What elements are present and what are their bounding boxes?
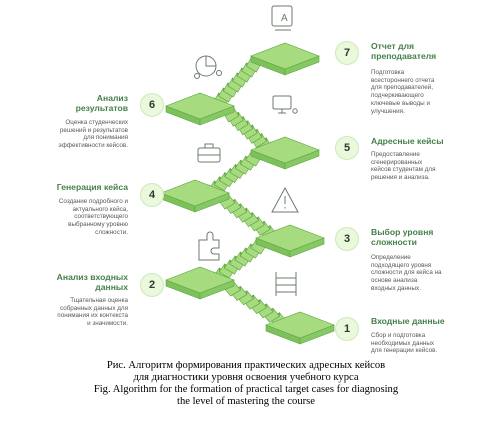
step-6-description: Оценка студенческих решений и результато…	[58, 119, 128, 150]
step-5-badge: 5	[335, 136, 359, 160]
caption-en-line2: the level of mastering the course	[177, 396, 315, 407]
caption-en-line1: Fig. Algorithm for the formation of prac…	[93, 384, 399, 395]
briefcase-icon	[197, 143, 221, 163]
step-7-title: Отчет для преподавателя	[371, 41, 437, 61]
step-1-description: Сбор и подготовка необходимых данных для…	[371, 332, 438, 355]
step-4-description: Создание подробного и актуального кейса,…	[58, 198, 128, 236]
step-4-title: Генерация кейса	[56, 182, 128, 192]
step-7-badge: 7	[335, 41, 359, 65]
step-2-badge: 2	[140, 273, 164, 297]
ladder-icon	[275, 272, 297, 296]
puzzle-icon	[198, 231, 220, 261]
landing-1-top	[265, 311, 335, 339]
landing-6-top	[165, 92, 235, 120]
step-1-badge: 1	[335, 317, 359, 341]
step-3-badge: 3	[335, 227, 359, 251]
landing-2-top	[165, 266, 235, 294]
landing-7-top	[250, 42, 320, 70]
step-4-badge: 4	[140, 183, 164, 207]
landing-5-top	[250, 136, 320, 164]
step-3-description: Определение подходящего уровня сложности…	[371, 254, 442, 292]
document-icon: A	[271, 5, 293, 31]
step-5-title: Адресные кейсы	[371, 136, 444, 146]
monitor-icon	[272, 95, 298, 114]
svg-text:A: A	[281, 13, 288, 24]
step-6-title: Анализ результатов	[75, 93, 128, 113]
landing-4-top	[160, 179, 230, 207]
step-2-title: Анализ входных данных	[56, 272, 128, 292]
step-7-description: Подготовка всестороннего отчета для преп…	[371, 69, 435, 115]
pie-chart-icon	[194, 55, 222, 79]
step-2-description: Тщательная оценка собранных данных для п…	[57, 297, 128, 328]
caption-ru-line2: для диагностики уровня освоения учебного…	[133, 372, 359, 383]
step-3-title: Выбор уровня сложности	[371, 227, 434, 247]
landing-3-top	[255, 224, 325, 252]
step-6-badge: 6	[140, 93, 164, 117]
step-1-title: Входные данные	[371, 316, 445, 326]
caption-ru-line1: Рис. Алгоритм формирования практических …	[106, 360, 386, 371]
step-5-description: Предоставление сгенерированных кейсов ст…	[371, 151, 436, 182]
warning-icon	[271, 186, 299, 213]
